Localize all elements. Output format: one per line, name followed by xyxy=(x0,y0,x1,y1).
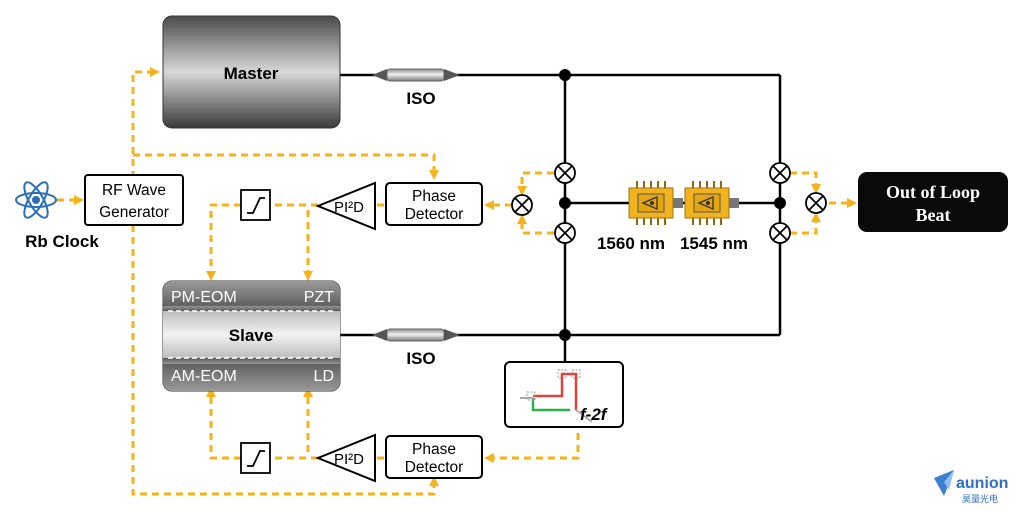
pid-controller-lower: PI²D xyxy=(315,433,376,483)
pid-controller-upper: PI²D xyxy=(315,181,376,231)
slave-pm-eom-label: PM-EOM xyxy=(171,289,237,306)
slave-label: Slave xyxy=(229,326,273,345)
phase-detector-lower-line1: Phase xyxy=(412,441,456,458)
mixer-icon xyxy=(769,222,791,244)
junction-dot xyxy=(559,197,571,209)
out-of-loop-line2: Beat xyxy=(916,205,951,225)
laser-1560-label: 1560 nm xyxy=(597,234,665,253)
pid-lower-label: PI²D xyxy=(334,451,364,468)
phase-detector-lower: Phase Detector xyxy=(385,435,483,479)
rf-wave-generator: RF Wave Generator xyxy=(84,174,184,226)
rf-generator-line2: Generator xyxy=(99,204,169,221)
phase-detector-upper: Phase Detector xyxy=(385,182,483,226)
rf-generator-line1: RF Wave xyxy=(102,182,166,199)
out-of-loop-line1: Out of Loop xyxy=(886,182,980,202)
logo-subtitle: 昊量光电 xyxy=(962,493,998,505)
phase-detector-upper-line2: Detector xyxy=(405,206,464,223)
out-of-loop-beat: Out of Loop Beat xyxy=(858,172,1008,232)
aunion-logo: aunion 昊量光电 xyxy=(934,470,1008,505)
isolator-upper: ISO xyxy=(372,68,460,108)
junction-dot xyxy=(559,69,571,81)
iso-upper-label: ISO xyxy=(406,89,435,108)
slave-am-eom-label: AM-EOM xyxy=(171,368,237,385)
f2f-label: f-2f xyxy=(580,405,609,424)
master-label: Master xyxy=(224,64,279,83)
laser-1545-label: 1545 nm xyxy=(680,234,748,253)
iso-lower-label: ISO xyxy=(406,349,435,368)
mixer-icon xyxy=(769,162,791,184)
rb-clock-label: Rb Clock xyxy=(25,232,99,251)
slave-laser: PM-EOM PZT Slave AM-EOM LD xyxy=(162,280,341,392)
f2f-interferometer: f-2f xyxy=(504,361,624,428)
laser-chip-1560-icon xyxy=(628,181,683,225)
logo-name: aunion xyxy=(956,475,1008,492)
laser-chip-1545-icon xyxy=(684,181,739,225)
atom-icon xyxy=(15,181,57,219)
pid-upper-label: PI²D xyxy=(334,199,364,216)
signal-arrowheads xyxy=(74,67,857,486)
mixer-icon xyxy=(511,194,533,216)
junction-dot xyxy=(774,197,786,209)
junction-dot xyxy=(559,329,571,341)
phase-detector-lower-line2: Detector xyxy=(405,459,464,476)
isolator-lower: ISO xyxy=(372,328,460,368)
mixer-icon xyxy=(554,162,576,184)
signal-paths xyxy=(57,70,850,496)
master-laser: Master xyxy=(162,15,341,129)
phase-detector-upper-line1: Phase xyxy=(412,188,456,205)
slave-pzt-label: PZT xyxy=(304,289,334,306)
filter-icon xyxy=(240,442,271,474)
mixer-icon xyxy=(554,222,576,244)
filter-icon xyxy=(240,189,271,221)
mixer-icon xyxy=(805,192,827,214)
slave-ld-label: LD xyxy=(314,368,334,385)
